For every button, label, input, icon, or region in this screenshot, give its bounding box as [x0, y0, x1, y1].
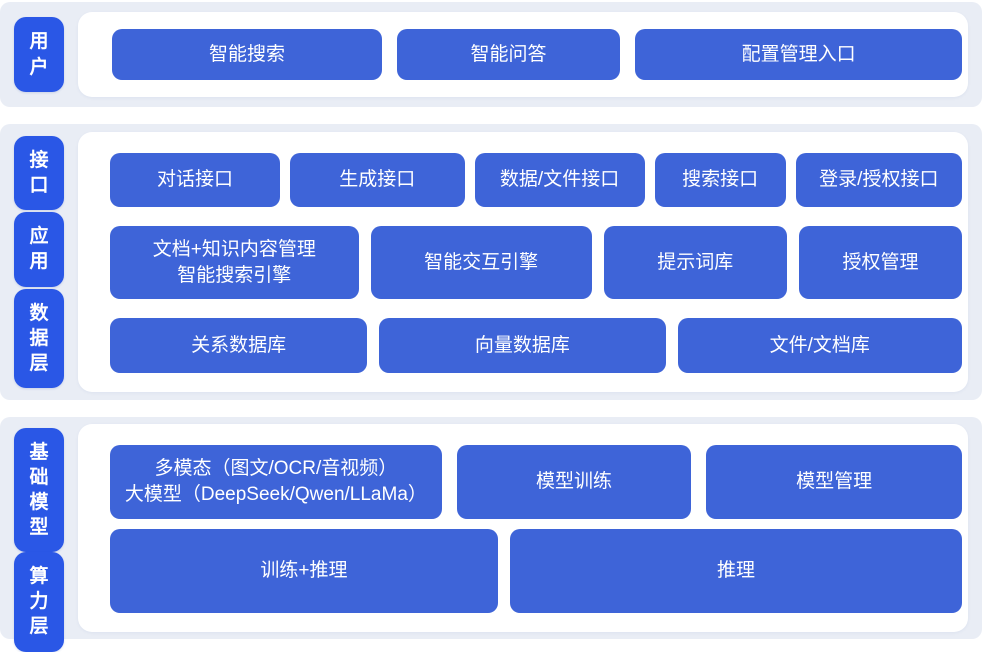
data-layer-label: 数据层 — [14, 288, 64, 388]
panel-bottom: 多模态（图文/OCR/音视频） 大模型（DeepSeek/Qwen/LLaMa）… — [78, 424, 968, 632]
row-interfaces: 对话接口 生成接口 数据/文件接口 搜索接口 登录/授权接口 — [110, 153, 963, 207]
user-layer-label: 用户 — [14, 17, 64, 92]
training-inference-block: 训练+推理 — [110, 529, 498, 613]
file-doc-store-block: 文件/文档库 — [677, 318, 963, 373]
login-auth-api-block: 登录/授权接口 — [795, 153, 963, 207]
multimodal-llm-block: 多模态（图文/OCR/音视频） 大模型（DeepSeek/Qwen/LLaMa） — [110, 445, 442, 519]
band-middle-layers: 接口 应用 数据层 对话接口 生成接口 数据/文件接口 搜索接口 登录/授权接口… — [0, 124, 982, 400]
foundation-model-layer-label: 基础模型 — [14, 428, 64, 553]
label-col-user: 用户 — [14, 12, 64, 97]
vector-db-block: 向量数据库 — [379, 318, 666, 373]
smart-qa-block: 智能问答 — [396, 29, 621, 80]
model-training-block: 模型训练 — [456, 445, 692, 519]
data-file-api-block: 数据/文件接口 — [474, 153, 645, 207]
generation-api-block: 生成接口 — [290, 153, 465, 207]
interactive-engine-block: 智能交互引擎 — [370, 226, 592, 299]
interface-layer-label: 接口 — [14, 136, 64, 211]
smart-search-block: 智能搜索 — [112, 29, 382, 80]
search-api-block: 搜索接口 — [654, 153, 786, 207]
inference-block: 推理 — [509, 529, 962, 613]
row-applications: 文档+知识内容管理 智能搜索引擎 智能交互引擎 提示词库 授权管理 — [110, 226, 962, 299]
row-foundation-models: 多模态（图文/OCR/音视频） 大模型（DeepSeek/Qwen/LLaMa）… — [110, 445, 962, 519]
panel-user: 智能搜索 智能问答 配置管理入口 — [78, 12, 968, 97]
row-data-stores: 关系数据库 向量数据库 文件/文档库 — [110, 318, 963, 373]
prompt-library-block: 提示词库 — [603, 226, 787, 299]
doc-knowledge-search-engine-block: 文档+知识内容管理 智能搜索引擎 — [110, 226, 359, 299]
relational-db-block: 关系数据库 — [110, 318, 368, 373]
auth-management-block: 授权管理 — [798, 226, 962, 299]
panel-middle: 对话接口 生成接口 数据/文件接口 搜索接口 登录/授权接口 文档+知识内容管理… — [78, 132, 968, 392]
config-management-entry-block: 配置管理入口 — [635, 29, 962, 80]
dialog-api-block: 对话接口 — [110, 153, 281, 207]
label-col-middle: 接口 应用 数据层 — [14, 132, 64, 392]
label-col-bottom: 基础模型 算力层 — [14, 424, 64, 652]
band-bottom-layers: 基础模型 算力层 多模态（图文/OCR/音视频） 大模型（DeepSeek/Qw… — [0, 417, 982, 652]
row-user-entries: 智能搜索 智能问答 配置管理入口 — [112, 29, 962, 80]
model-management-block: 模型管理 — [706, 445, 962, 519]
row-compute: 训练+推理 推理 — [110, 529, 962, 613]
compute-layer-label: 算力层 — [14, 552, 64, 652]
application-layer-label: 应用 — [14, 212, 64, 287]
band-user-layer: 用户 智能搜索 智能问答 配置管理入口 — [0, 2, 982, 107]
